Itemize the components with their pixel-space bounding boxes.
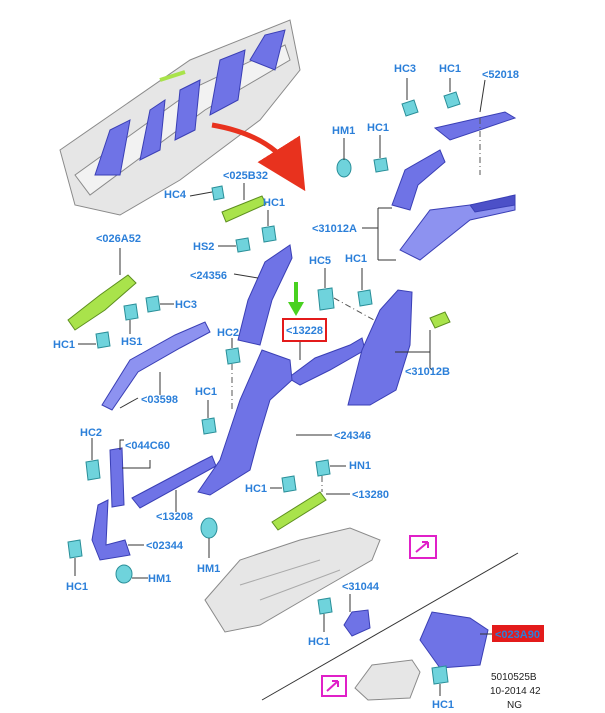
label-hm1-c[interactable]: HM1 — [197, 563, 220, 575]
label-hc1-i[interactable]: HC1 — [308, 636, 330, 648]
reference-suffix: NG — [507, 700, 522, 711]
part-52018-panel — [433, 111, 517, 141]
label-hn1[interactable]: HN1 — [349, 460, 371, 472]
part-31044-piece — [343, 609, 371, 637]
clip-hc1-c-icon — [261, 225, 277, 243]
part-31012a-trim — [391, 149, 516, 261]
console-illustration — [354, 659, 421, 701]
label-hc1-c[interactable]: HC1 — [263, 197, 285, 209]
label-hc3-top[interactable]: HC3 — [394, 63, 416, 75]
clip-hc1-g-icon — [281, 475, 297, 493]
label-part-02344[interactable]: <02344 — [146, 540, 184, 552]
label-part-31012b[interactable]: <31012B — [405, 366, 450, 378]
part-026a52-bracket — [67, 274, 137, 331]
label-hm1-b[interactable]: HM1 — [148, 573, 171, 585]
clip-hc5-icon — [317, 287, 335, 311]
part-023a90-highlight[interactable]: <023A90 — [492, 625, 544, 642]
clip-hn1-icon — [315, 459, 331, 477]
label-hm1-a[interactable]: HM1 — [332, 125, 355, 137]
part-13208-sill — [131, 455, 217, 509]
label-hc1-f[interactable]: HC1 — [195, 386, 217, 398]
label-part-026a52[interactable]: <026A52 — [96, 233, 141, 245]
clip-hc1-h-icon — [67, 539, 83, 559]
callout-box-lower — [321, 675, 347, 697]
label-hc1-d[interactable]: HC1 — [345, 253, 367, 265]
label-hc4[interactable]: HC4 — [164, 189, 187, 201]
part-025b32-bracket — [211, 185, 267, 223]
grommet-hm1-b-icon — [115, 564, 133, 584]
label-part-025b32[interactable]: <025B32 — [223, 170, 268, 182]
label-hs2[interactable]: HS2 — [193, 241, 214, 253]
divider-line — [261, 552, 519, 701]
label-hc1-top[interactable]: HC1 — [439, 63, 461, 75]
reference-code: 5010525B — [491, 672, 537, 683]
label-hc3-mid[interactable]: HC3 — [175, 299, 197, 311]
clip-hc1-f-icon — [201, 417, 217, 435]
label-part-31044[interactable]: <31044 — [342, 581, 380, 593]
clip-hc1-j-icon — [431, 665, 449, 685]
clip-hc3-top-icon — [401, 99, 419, 117]
label-part-03598[interactable]: <03598 — [141, 394, 178, 406]
part-24356-pillar — [237, 244, 293, 346]
clip-hc3-mid-icon — [145, 295, 161, 313]
part-31012b-pillar — [347, 289, 451, 406]
label-part-31012a[interactable]: <31012A — [312, 223, 357, 235]
label-hc5[interactable]: HC5 — [309, 255, 331, 267]
direction-arrow-red — [211, 122, 306, 192]
label-part-24356[interactable]: <24356 — [190, 270, 227, 282]
label-part-13208[interactable]: <13208 — [156, 511, 193, 523]
grommet-hm1-c-icon — [200, 517, 218, 539]
label-hc1-j[interactable]: HC1 — [432, 699, 454, 711]
part-03598-trim — [101, 321, 211, 411]
label-part-13280[interactable]: <13280 — [352, 489, 389, 501]
label-hc1-b[interactable]: HC1 — [367, 122, 389, 134]
clip-hc2-b-icon — [85, 459, 101, 481]
part-13228-highlight[interactable]: <13228 — [282, 318, 327, 342]
part-24346-pillar — [197, 349, 293, 496]
label-part-13228[interactable]: <13228 — [286, 325, 323, 337]
clip-hs1-icon — [123, 303, 139, 321]
part-023a90-panel — [419, 611, 489, 669]
label-part-52018[interactable]: <52018 — [482, 69, 519, 81]
floor-pan-illustration — [204, 527, 381, 633]
clip-hc1-e-icon — [95, 331, 111, 349]
part-02344-bracket — [91, 499, 131, 561]
label-hc2-a[interactable]: HC2 — [217, 327, 239, 339]
label-hc1-e[interactable]: HC1 — [53, 339, 75, 351]
label-hc1-g[interactable]: HC1 — [245, 483, 267, 495]
clip-hc1-i-icon — [317, 597, 333, 615]
grommet-hm1-a-icon — [336, 158, 352, 178]
label-hc2-b[interactable]: HC2 — [80, 427, 102, 439]
callout-box-upper — [409, 535, 437, 559]
clip-hc2-a-icon — [225, 347, 241, 365]
clip-hc1-b-icon — [373, 157, 389, 173]
clip-hc1-top-icon — [443, 91, 461, 109]
label-hs1[interactable]: HS1 — [121, 336, 142, 348]
part-13228-trim — [287, 337, 366, 386]
part-044c60-strip — [109, 447, 125, 508]
part-13280-strip — [271, 491, 327, 531]
vehicle-body-illustration — [59, 19, 301, 216]
label-part-023a90[interactable]: <023A90 — [495, 629, 540, 641]
label-part-044c60[interactable]: <044C60 — [125, 440, 170, 452]
clip-hs2-icon — [235, 237, 251, 253]
label-hc1-h[interactable]: HC1 — [66, 581, 88, 593]
label-part-24346[interactable]: <24346 — [334, 430, 371, 442]
reference-date: 10-2014 42 — [490, 686, 541, 697]
indicator-arrow-green — [288, 282, 304, 316]
clip-hc1-d-icon — [357, 289, 373, 307]
